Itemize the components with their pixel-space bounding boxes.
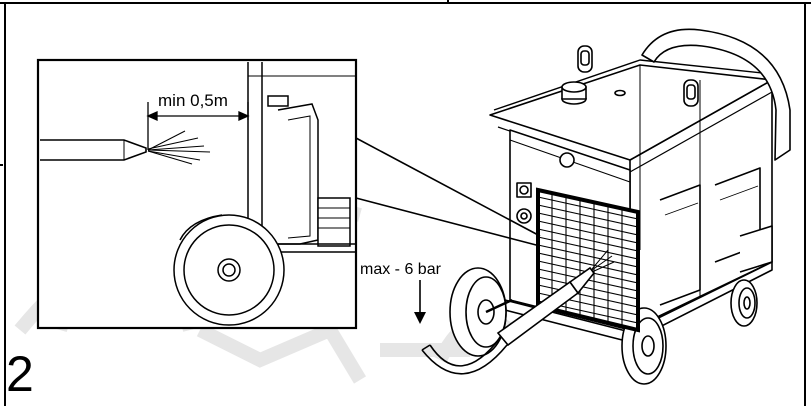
air-hose-icon (421, 337, 508, 375)
pressure-label: max - 6 bar (358, 261, 443, 278)
nozzle-icon (40, 139, 147, 161)
distance-label: min 0,5m (158, 91, 228, 110)
arrow-down-icon (414, 280, 426, 324)
callout-leaders (355, 137, 541, 247)
step-number: 2 (6, 346, 34, 402)
distance-dimension (146, 102, 250, 150)
welding-machine (449, 28, 791, 385)
detail-inset (36, 58, 358, 330)
air-gun-icon (496, 249, 615, 347)
air-spray (147, 130, 211, 165)
